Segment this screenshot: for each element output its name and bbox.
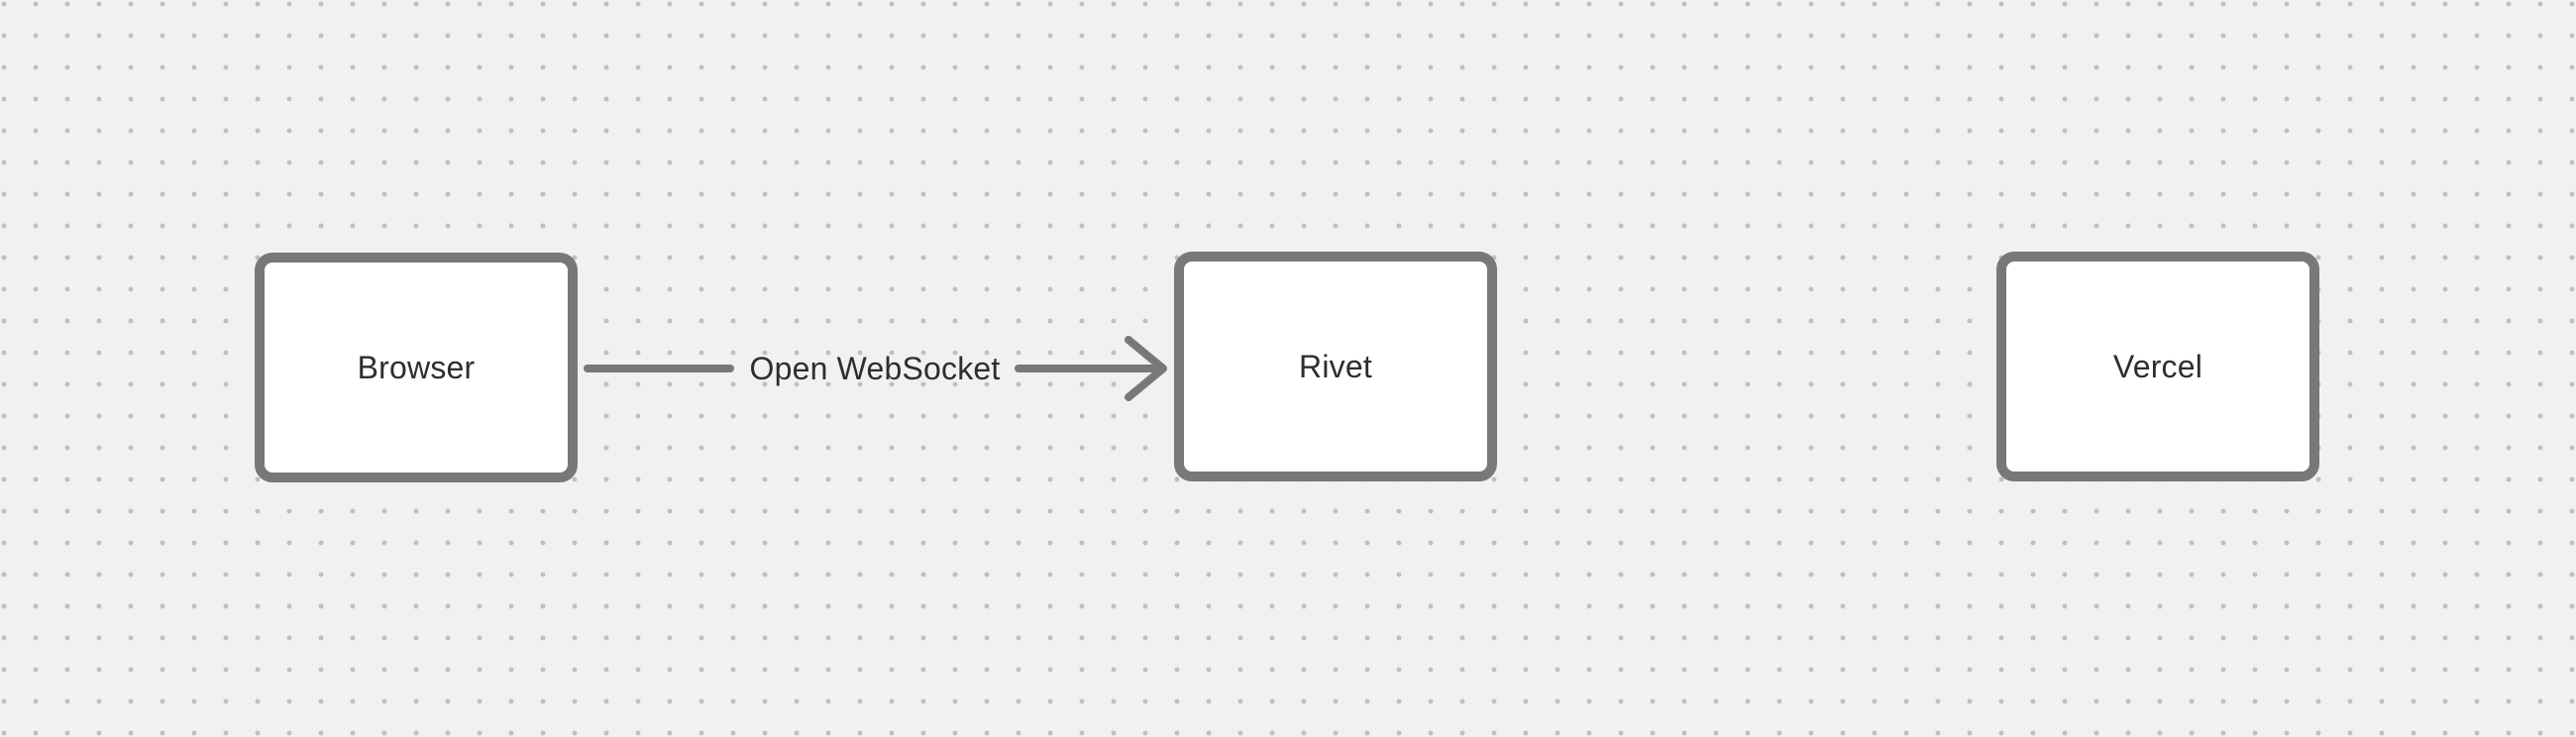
edge-label-open-websocket[interactable]: Open WebSocket [749,351,1001,386]
node-rivet[interactable]: Rivet [1174,252,1497,481]
node-vercel[interactable]: Vercel [1996,252,2319,481]
node-browser[interactable]: Browser [255,253,578,482]
node-browser-label: Browser [357,350,476,385]
node-vercel-label: Vercel [2112,349,2203,384]
node-rivet-label: Rivet [1299,349,1372,384]
arrowhead-icon[interactable] [1125,336,1167,401]
